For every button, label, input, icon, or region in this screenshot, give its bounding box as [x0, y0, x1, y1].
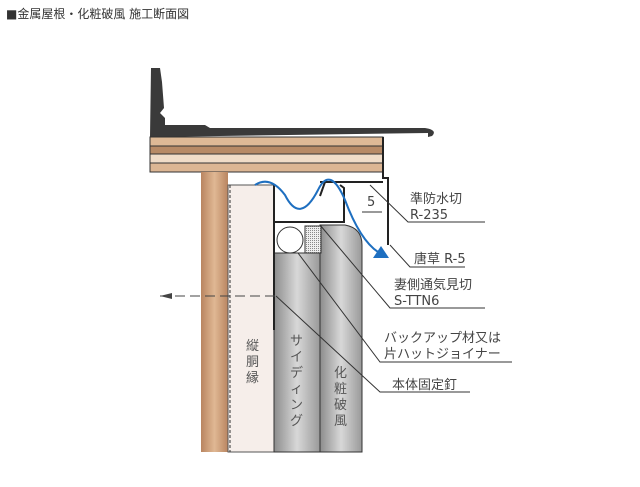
label-joiner: 片ハットジョイナー — [384, 347, 501, 362]
label-vent-code: S-TTN6 — [394, 294, 439, 309]
svg-text:イ: イ — [290, 350, 303, 365]
furring-strip — [227, 184, 275, 453]
label-flashing: 準防水切 — [410, 191, 462, 207]
furring-vertical-label: 縦 胴 縁 — [246, 339, 259, 386]
svg-text:ィ: ィ — [290, 382, 303, 397]
svg-text:破: 破 — [334, 398, 347, 413]
svg-text:風: 風 — [334, 414, 347, 429]
svg-text:グ: グ — [290, 414, 303, 429]
metal-roof — [150, 68, 434, 137]
svg-text:縁: 縁 — [246, 370, 259, 386]
label-nail: 本体固定釘 — [392, 377, 457, 393]
svg-text:デ: デ — [290, 365, 303, 381]
svg-text:粧: 粧 — [334, 382, 347, 397]
svg-text:縦: 縦 — [246, 339, 259, 354]
backup-rod — [276, 226, 304, 254]
svg-text:ン: ン — [290, 398, 303, 413]
siding-vertical-label: サ イ デ ィ ン グ — [290, 334, 303, 429]
drip-edge — [382, 137, 389, 245]
label-vent: 妻側通気見切 — [394, 277, 472, 293]
leader-lines — [275, 184, 512, 393]
sealant-line — [254, 178, 379, 253]
vent-channel — [273, 181, 383, 330]
fascia-board — [319, 224, 363, 453]
fascia-vertical-label: 化 粧 破 風 — [334, 366, 347, 429]
post — [201, 172, 228, 452]
vent-mesh — [304, 225, 322, 254]
siding — [273, 252, 321, 453]
dimension-label: 5 — [367, 195, 375, 210]
label-karakusa: 唐草 R-5 — [414, 251, 466, 267]
roof-deck — [149, 136, 384, 173]
diagram-title: ■金属屋根・化粧破風 施工断面図 — [6, 7, 190, 21]
svg-text:サ: サ — [290, 334, 303, 349]
sealant-bead — [373, 246, 389, 258]
svg-text:化: 化 — [334, 366, 347, 381]
label-flashing-code: R-235 — [410, 208, 448, 223]
svg-text:胴: 胴 — [246, 355, 259, 370]
label-backup: バックアップ材又は — [384, 331, 501, 346]
